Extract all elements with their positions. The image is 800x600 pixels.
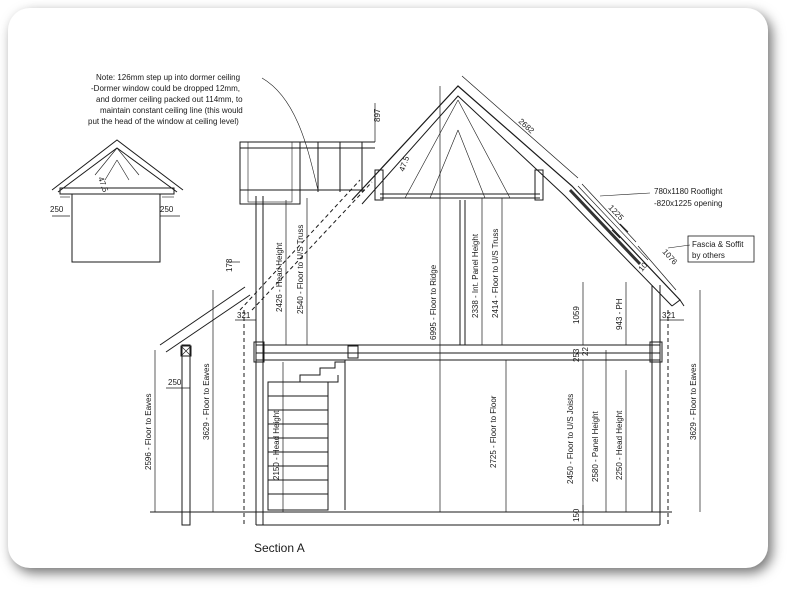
walls <box>150 196 672 526</box>
note-leader <box>261 77 319 191</box>
dimension-lines <box>52 75 701 525</box>
dim-slope-low: 1076 <box>661 247 680 267</box>
dim-250-detail-left: 250 <box>50 205 64 214</box>
dim-floor-eaves-left: 3629 - Floor to Eaves <box>202 364 211 440</box>
staircase <box>267 361 345 511</box>
dim-floor-eaves-right: 3629 - Floor to Eaves <box>689 364 698 440</box>
dim-floor-to-ridge: 6995 - Floor to Ridge <box>429 264 438 340</box>
dim-floor-eaves-far-left: 2596 - Floor to Eaves <box>144 394 153 470</box>
dim-angle-main: 47.5 <box>397 154 411 172</box>
rooflight-label-1: 780x1180 Rooflight <box>654 187 723 196</box>
note-line-2: -Dormer window could be dropped 12mm, <box>91 84 240 93</box>
main-roof <box>159 85 685 353</box>
dim-floor-us-truss-upper: 2540 - Floor to U/S Truss <box>296 225 305 314</box>
dim-22: 22 <box>581 347 590 356</box>
dim-1059: 1059 <box>572 306 581 324</box>
dim-floor-us-joists: 2450 - Floor to U/S Joists <box>566 394 575 484</box>
dim-head-height-lower: 2150 - Head Height <box>272 410 281 480</box>
fascia-label-2: by others <box>692 251 725 260</box>
fascia-label-1: Fascia & Soffit <box>692 240 744 249</box>
dim-head-height-upper: 2426 - Head Height <box>275 242 284 312</box>
dormer <box>239 141 375 311</box>
section-drawing: Note: 126mm step up into dormer ceiling … <box>50 73 755 555</box>
note-line-3: and dormer ceiling packed out 114mm, to <box>96 95 243 104</box>
dim-250-detail-right: 250 <box>160 205 174 214</box>
dim-253: 253 <box>572 348 581 362</box>
dim-floor-to-floor: 2725 - Floor to Floor <box>489 395 498 468</box>
note-line-4: maintain constant ceiling line (this wou… <box>100 106 243 115</box>
dim-943-ph: 943 - PH <box>615 298 624 330</box>
dim-floor-us-truss-right: 2414 - Floor to U/S Truss <box>491 229 500 318</box>
roof-detail-thumbnail <box>51 139 184 263</box>
dim-321-left: 321 <box>237 311 251 320</box>
dim-int-panel-height: 2338 - Int. Panel Height <box>471 233 480 318</box>
note-line-1: Note: 126mm step up into dormer ceiling <box>96 73 240 82</box>
fascia-label-box <box>687 235 755 263</box>
rooflight-leader <box>599 192 651 197</box>
dim-250-eaves: 250 <box>168 378 182 387</box>
note-text: Note: 126mm step up into dormer ceiling … <box>88 73 243 126</box>
dim-321-right: 321 <box>662 311 676 320</box>
dim-panel-height: 2580 - Panel Height <box>591 411 600 482</box>
section-title: Section A <box>254 541 305 555</box>
rooflight-label-2: -820x1225 opening <box>654 199 723 208</box>
note-line-5: put the head of the window at ceiling le… <box>88 117 239 126</box>
dim-150: 150 <box>572 508 581 522</box>
drawing-sheet: Note: 126mm step up into dormer ceiling … <box>8 8 768 568</box>
dim-897: 897 <box>373 108 382 122</box>
dim-178: 178 <box>225 258 234 272</box>
dim-head-height-right: 2250 - Head Height <box>615 410 624 480</box>
dim-angle-detail: 47.5 <box>96 176 110 194</box>
fascia-leader <box>667 244 691 249</box>
